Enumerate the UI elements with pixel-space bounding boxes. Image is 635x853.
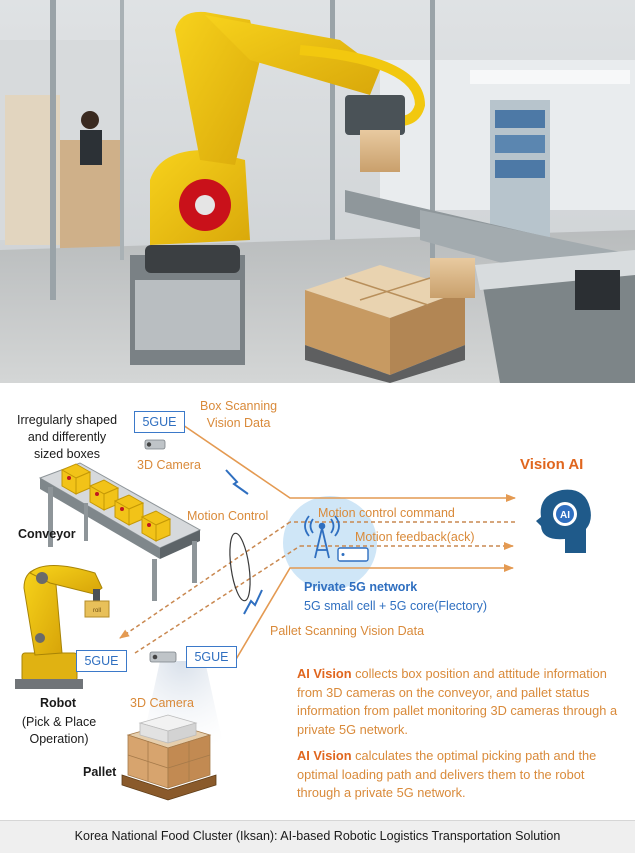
box-scanning-data-line	[179, 422, 516, 502]
camera-bottom-label: 3D Camera	[130, 696, 194, 710]
description-2: AI Vision calculates the optimal picking…	[297, 747, 627, 803]
robot-operation-label: (Pick & Place Operation)	[21, 715, 97, 746]
conveyor-illustration	[38, 462, 202, 601]
camera-top-label: 3D Camera	[137, 458, 201, 472]
3d-camera-top-icon	[144, 439, 166, 450]
description-1: AI Vision collects box position and atti…	[297, 665, 627, 739]
box-scanning-label: Box Scanning Vision Data	[200, 399, 278, 430]
motion-control-label: Motion Control	[187, 509, 269, 523]
3d-camera-bottom-icon	[149, 651, 177, 663]
description-1-lead: AI Vision	[297, 666, 352, 681]
5gue-top-box: 5GUE	[134, 411, 185, 433]
conveyor-label: Conveyor	[18, 527, 76, 541]
caption-text: Korea National Food Cluster (Iksan): AI-…	[74, 829, 561, 843]
motion-feedback-label: Motion feedback(ack)	[355, 530, 475, 544]
private-5g-title: Private 5G network	[304, 580, 418, 594]
5g-core-server-icon	[337, 547, 369, 562]
robot-label: Robot	[40, 696, 77, 710]
pallet-illustration	[121, 714, 217, 801]
pallet-scanning-data-line	[234, 564, 514, 662]
ai-badge-text: AI	[560, 510, 570, 521]
system-diagram: AI roll	[0, 383, 635, 820]
wireless-signal-icon	[243, 589, 263, 615]
vision-ai-label: Vision AI	[520, 456, 584, 473]
pallet-scanning-label: Pallet Scanning Vision Data	[270, 624, 425, 638]
5gue-pallet-box: 5GUE	[186, 646, 237, 668]
description-1-text: collects box position and attitude infor…	[297, 666, 618, 737]
box-sticker-text: roll	[93, 608, 101, 614]
5gue-robot-box: 5GUE	[76, 650, 127, 672]
5g-antenna-icon	[304, 515, 340, 559]
private-5g-subtitle: 5G small cell + 5G core(Flectory)	[304, 599, 488, 613]
robot-arm-illustration: roll	[15, 565, 110, 689]
description-2-text: calculates the optimal picking path and …	[297, 748, 597, 800]
boxes-description: Irregularly shaped and differently sized…	[16, 413, 118, 461]
ai-head-icon: AI	[536, 489, 591, 553]
robot-cell-photo	[0, 0, 635, 383]
description-2-lead: AI Vision	[297, 748, 352, 763]
caption-bar: Korea National Food Cluster (Iksan): AI-…	[0, 820, 635, 853]
motion-control-command-label: Motion control command	[318, 506, 455, 520]
motion-control-bracket	[229, 532, 251, 602]
wireless-signal-icon	[225, 469, 249, 495]
pallet-label: Pallet	[83, 765, 117, 779]
